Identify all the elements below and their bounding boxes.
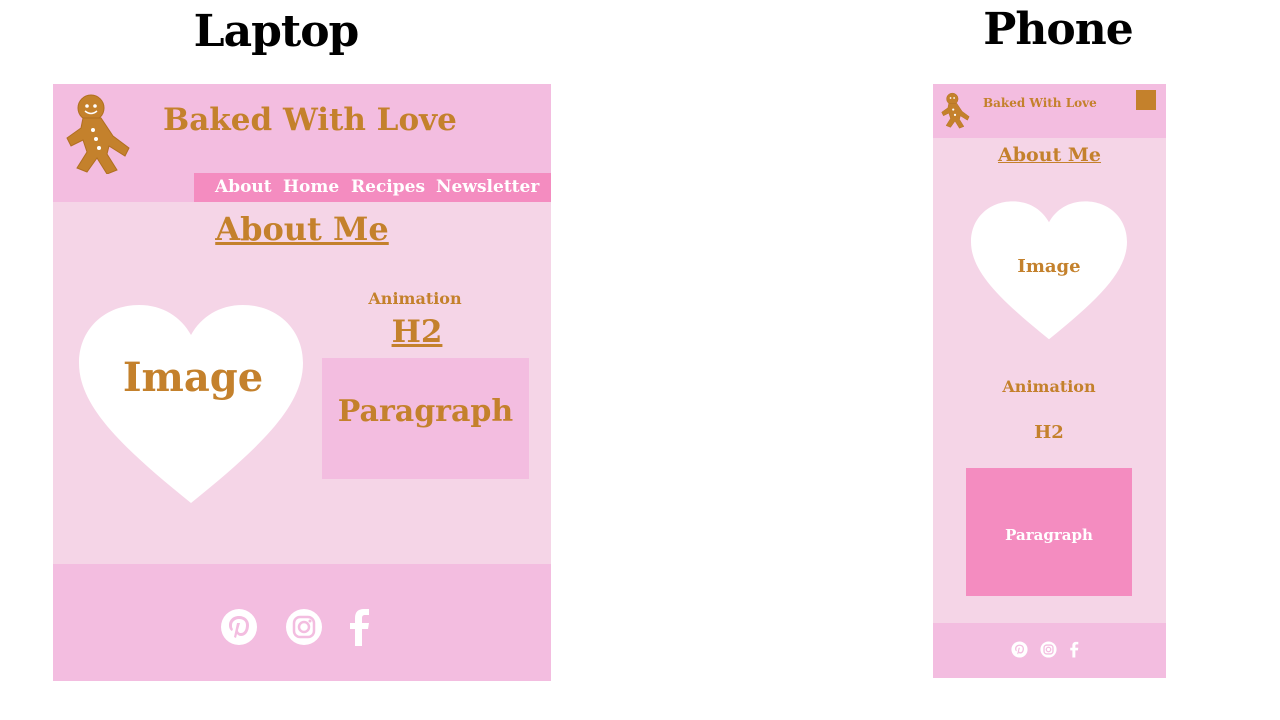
main-nav: About Home Recipes Newsletter [194,173,551,202]
facebook-icon[interactable] [347,608,373,646]
instagram-icon[interactable] [285,608,323,646]
site-title: Baked With Love [163,102,457,138]
phone-paragraph-label: Paragraph [1005,526,1093,544]
nav-item-home[interactable]: Home [283,177,340,197]
h2-heading: H2 [391,314,443,350]
gingerbread-man-icon[interactable] [61,92,133,174]
paragraph-box: Paragraph [322,358,529,479]
phone-page-heading: About Me [997,144,1102,166]
phone-animation-label: Animation [1002,377,1096,396]
phone-heart-image-placeholder [971,201,1127,340]
nav-item-recipes[interactable]: Recipes [351,177,426,197]
phone-label: Phone [983,4,1133,55]
page-heading: About Me [215,210,389,248]
gingerbread-man-icon[interactable] [939,90,971,130]
phone-site-title: Baked With Love [983,96,1097,110]
phone-site-footer [933,623,1166,678]
laptop-mockup: Baked With Love About Home Recipes Newsl… [53,84,551,681]
laptop-label: Laptop [193,6,360,57]
paragraph-label: Paragraph [337,394,514,429]
heart-image-placeholder [79,305,303,503]
instagram-icon[interactable] [1040,641,1057,658]
phone-h2-heading: H2 [1034,422,1064,443]
phone-paragraph-box: Paragraph [966,468,1132,596]
nav-item-newsletter[interactable]: Newsletter [436,177,540,197]
animation-label: Animation [368,289,462,308]
phone-image-label: Image [1017,256,1081,277]
nav-item-about[interactable]: About [215,177,272,197]
facebook-icon[interactable] [1069,641,1080,658]
pinterest-icon[interactable] [1011,641,1028,658]
phone-mockup: Baked With Love About Me Image Animation… [933,84,1166,678]
menu-square-icon[interactable] [1136,90,1156,110]
site-footer [53,564,551,681]
phone-site-header: Baked With Love [933,84,1166,138]
image-label: Image [122,354,264,401]
pinterest-icon[interactable] [220,608,258,646]
